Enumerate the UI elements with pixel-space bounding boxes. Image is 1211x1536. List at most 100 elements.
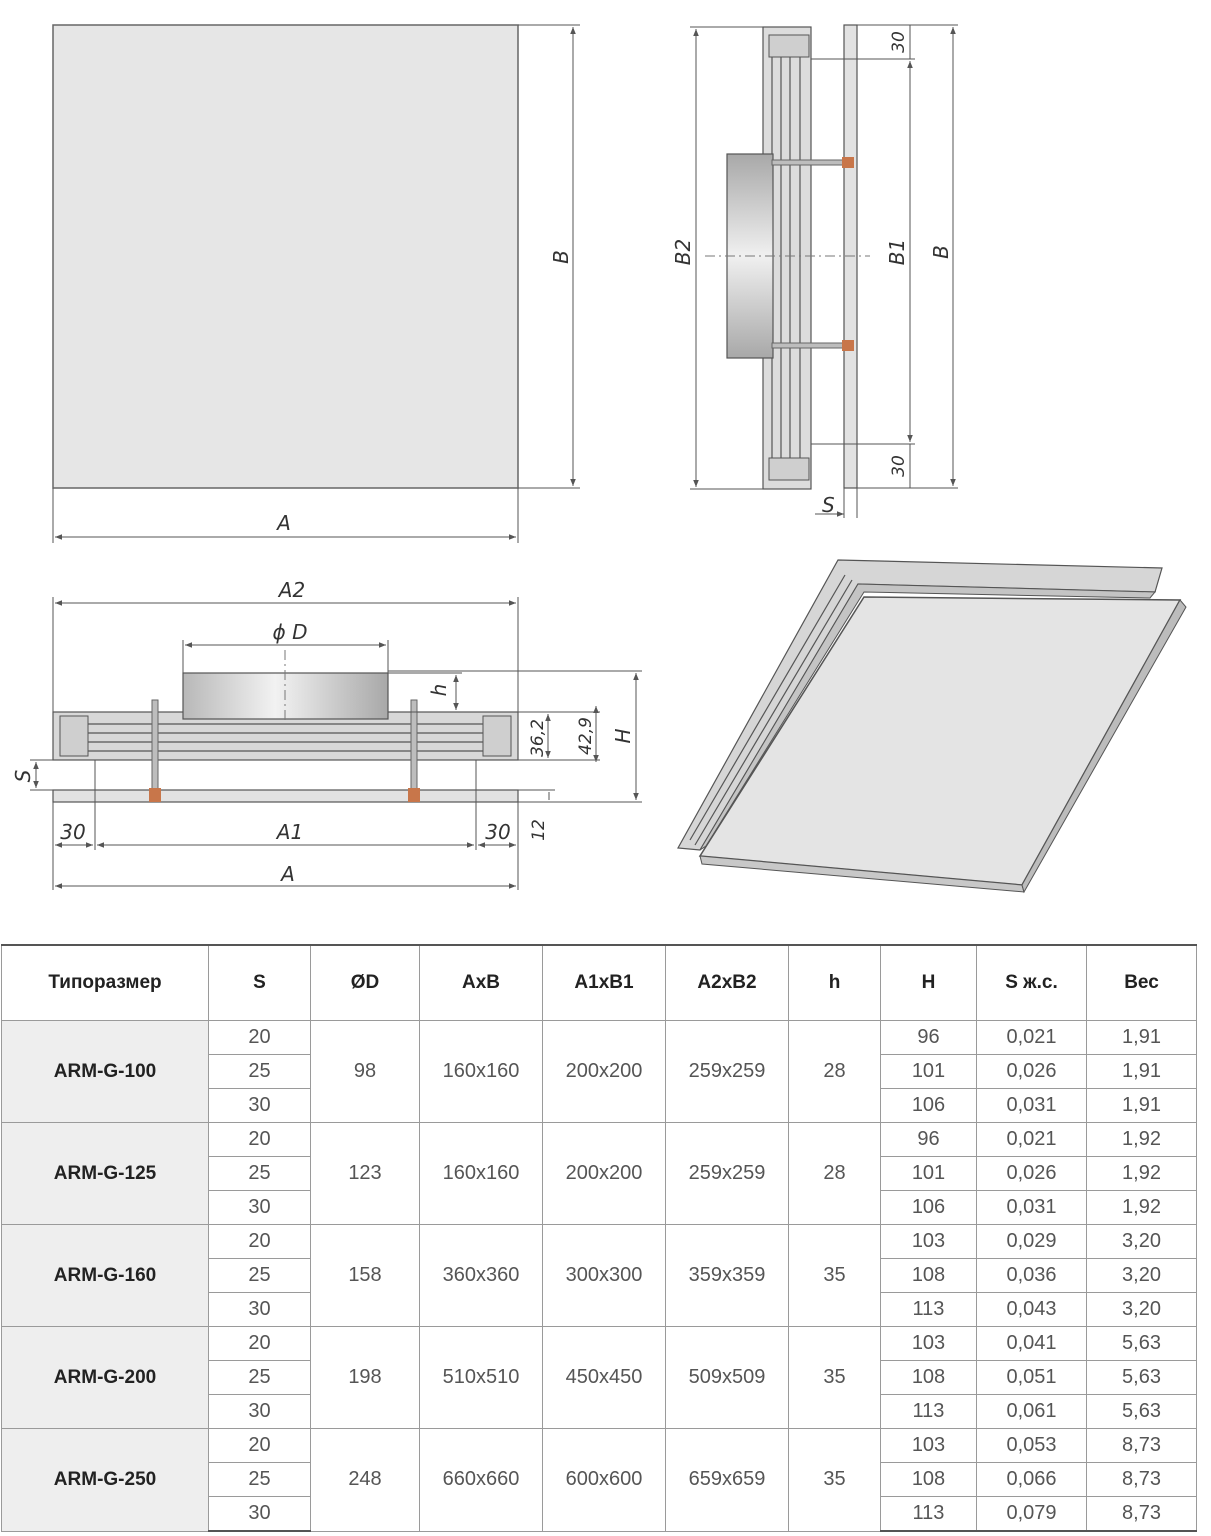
H-cell: 96 xyxy=(880,1020,977,1055)
s-cell: 20 xyxy=(208,1326,311,1361)
H-cell: 113 xyxy=(880,1292,977,1327)
header-cell: A2xB2 xyxy=(665,944,789,1021)
a2xb2-cell: 359x359 xyxy=(665,1224,789,1327)
copper-nut-icon xyxy=(408,788,420,802)
dim-label-a1: A1 xyxy=(275,820,303,844)
header-cell: ØD xyxy=(310,944,420,1021)
dim-label-b-front: B xyxy=(549,250,573,264)
sjs-cell: 0,041 xyxy=(976,1326,1087,1361)
weight-cell: 1,91 xyxy=(1086,1020,1197,1055)
axb-cell: 660x660 xyxy=(419,1428,543,1532)
section-view: A2 ϕ D h 36,2 42,9 H 12 S xyxy=(11,578,642,890)
H-cell: 96 xyxy=(880,1122,977,1157)
dim-label-30-bottom: 30 xyxy=(889,455,909,477)
sjs-cell: 0,021 xyxy=(976,1122,1087,1157)
h-cell: 28 xyxy=(788,1020,881,1123)
H-cell: 103 xyxy=(880,1428,977,1463)
axb-cell: 360x360 xyxy=(419,1224,543,1327)
weight-cell: 3,20 xyxy=(1086,1224,1197,1259)
front-panel xyxy=(52,24,519,489)
weight-cell: 1,91 xyxy=(1086,1054,1197,1089)
sjs-cell: 0,026 xyxy=(976,1054,1087,1089)
header-cell: AxB xyxy=(419,944,543,1021)
diameter-cell: 98 xyxy=(310,1020,420,1123)
diameter-cell: 123 xyxy=(310,1122,420,1225)
copper-nut-icon xyxy=(149,788,161,802)
dim-label-a2: A2 xyxy=(277,578,305,602)
H-cell: 113 xyxy=(880,1496,977,1532)
a1xb1-cell: 300x300 xyxy=(542,1224,666,1327)
weight-cell: 5,63 xyxy=(1086,1360,1197,1395)
s-cell: 30 xyxy=(208,1292,311,1327)
a1xb1-cell: 200x200 xyxy=(542,1020,666,1123)
s-cell: 25 xyxy=(208,1258,311,1293)
h-cell: 35 xyxy=(788,1428,881,1532)
dim-label-a-section: A xyxy=(279,862,295,886)
sjs-cell: 0,031 xyxy=(976,1088,1087,1123)
sjs-cell: 0,036 xyxy=(976,1258,1087,1293)
weight-cell: 3,20 xyxy=(1086,1292,1197,1327)
sjs-cell: 0,079 xyxy=(976,1496,1087,1532)
header-cell: S ж.с. xyxy=(976,944,1087,1021)
weight-cell: 5,63 xyxy=(1086,1326,1197,1361)
isometric-view xyxy=(677,559,1187,894)
dim-label-s-section: S xyxy=(11,769,35,782)
dim-label-h-small: h xyxy=(427,684,451,697)
copper-nut-icon xyxy=(842,340,854,351)
H-cell: 103 xyxy=(880,1224,977,1259)
a1xb1-cell: 450x450 xyxy=(542,1326,666,1429)
dim-label-b1: B1 xyxy=(885,239,909,265)
weight-cell: 8,73 xyxy=(1086,1428,1197,1463)
dim-label-s-side: S xyxy=(822,493,835,517)
s-cell: 20 xyxy=(208,1224,311,1259)
dim-label-30-right: 30 xyxy=(485,820,510,844)
section-panel xyxy=(52,789,519,803)
model-name-cell: ARM-G-200 xyxy=(1,1326,209,1429)
H-cell: 101 xyxy=(880,1156,977,1191)
dim-label-30-top: 30 xyxy=(889,31,909,53)
header-cell: A1xB1 xyxy=(542,944,666,1021)
weight-cell: 1,92 xyxy=(1086,1156,1197,1191)
weight-cell: 8,73 xyxy=(1086,1496,1197,1532)
model-name-cell: ARM-G-160 xyxy=(1,1224,209,1327)
weight-cell: 8,73 xyxy=(1086,1462,1197,1497)
a2xb2-cell: 259x259 xyxy=(665,1122,789,1225)
axb-cell: 510x510 xyxy=(419,1326,543,1429)
front-view: B A xyxy=(52,24,580,543)
spec-table: Типоразмер S ØD AxB A1xB1 A2xB2 h H S ж.… xyxy=(1,944,1197,1532)
dim-label-b2: B2 xyxy=(671,239,695,265)
s-cell: 25 xyxy=(208,1156,311,1191)
s-cell: 20 xyxy=(208,1122,311,1157)
s-cell: 30 xyxy=(208,1088,311,1123)
s-cell: 30 xyxy=(208,1394,311,1429)
s-cell: 30 xyxy=(208,1496,311,1532)
h-cell: 28 xyxy=(788,1122,881,1225)
dim-label-36-2: 36,2 xyxy=(528,719,548,757)
header-cell: Вес xyxy=(1086,944,1197,1021)
sjs-cell: 0,029 xyxy=(976,1224,1087,1259)
s-cell: 25 xyxy=(208,1360,311,1395)
dim-label-42-9: 42,9 xyxy=(576,717,596,755)
weight-cell: 1,92 xyxy=(1086,1122,1197,1157)
dim-label-30-left: 30 xyxy=(60,820,85,844)
dim-label-12: 12 xyxy=(529,819,549,841)
H-cell: 108 xyxy=(880,1360,977,1395)
model-name-cell: ARM-G-100 xyxy=(1,1020,209,1123)
weight-cell: 1,91 xyxy=(1086,1088,1197,1123)
dim-label-b-side: B xyxy=(929,245,953,259)
diameter-cell: 158 xyxy=(310,1224,420,1327)
a2xb2-cell: 509x509 xyxy=(665,1326,789,1429)
header-cell: Типоразмер xyxy=(1,944,209,1021)
diameter-cell: 248 xyxy=(310,1428,420,1532)
